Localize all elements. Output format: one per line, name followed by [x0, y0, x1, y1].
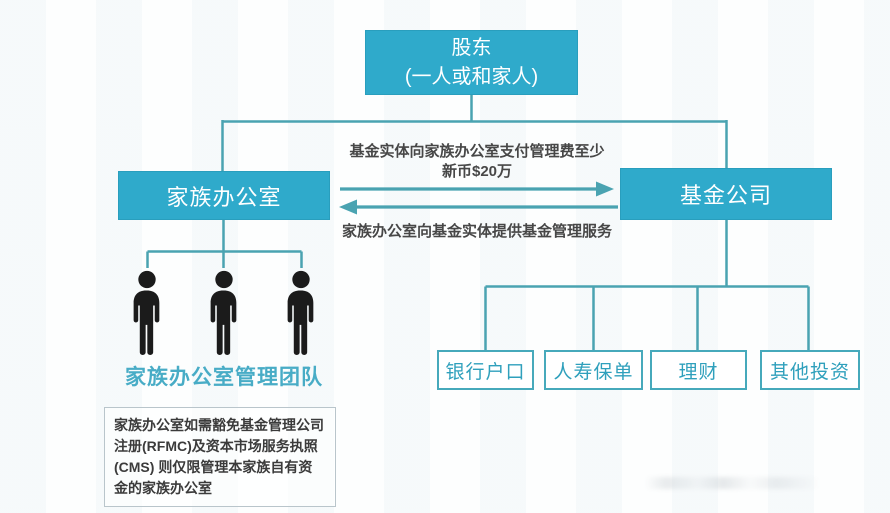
invest-box-label: 银行户口 — [445, 361, 526, 383]
person-icon — [124, 270, 170, 358]
node-shareholder-line2: (一人或和家人) — [404, 65, 539, 88]
invest-box-label: 其他投资 — [769, 361, 850, 383]
invest-box-bank-account: 银行户口 — [437, 350, 534, 390]
invest-box-other-investments: 其他投资 — [760, 350, 860, 390]
note-box: 家族办公室如需豁免基金管理公司注册(RFMC)及资本市场服务执照 (CMS) 则… — [104, 407, 336, 507]
note-text: 家族办公室如需豁免基金管理公司注册(RFMC)及资本市场服务执照 (CMS) 则… — [114, 417, 324, 496]
fee-arrow-caption: 基金实体向家族办公室支付管理费至少 新币$20万 — [322, 142, 632, 183]
invest-box-wealth-management: 理财 — [650, 350, 747, 390]
service-arrow-caption: 家族办公室向基金实体提供基金管理服务 — [322, 220, 632, 241]
fee-arrow-right-icon — [340, 181, 614, 197]
node-family-office-label: 家族办公室 — [166, 184, 282, 210]
team-members — [124, 270, 324, 360]
invest-box-label: 人寿保单 — [553, 361, 634, 383]
node-shareholder-line1: 股东 — [451, 36, 492, 59]
node-family-office: 家族办公室 — [118, 171, 330, 220]
watermark-smudge — [645, 477, 820, 489]
person-icon — [278, 270, 324, 358]
node-shareholder: 股东 (一人或和家人) — [365, 30, 578, 95]
node-fund-company: 基金公司 — [620, 168, 832, 220]
invest-box-life-insurance: 人寿保单 — [544, 350, 643, 390]
service-arrow-caption-text: 家族办公室向基金实体提供基金管理服务 — [341, 223, 612, 240]
invest-box-label: 理财 — [678, 361, 719, 383]
team-label: 家族办公室管理团队 — [125, 366, 323, 389]
person-icon — [201, 270, 247, 358]
fee-arrow-caption-line1: 基金实体向家族办公室支付管理费至少 — [349, 143, 605, 160]
service-arrow-left-icon — [339, 199, 618, 215]
org-connectors — [146, 95, 810, 350]
fee-arrow-caption-line2: 新币$20万 — [441, 163, 513, 181]
node-fund-company-label: 基金公司 — [679, 183, 772, 208]
